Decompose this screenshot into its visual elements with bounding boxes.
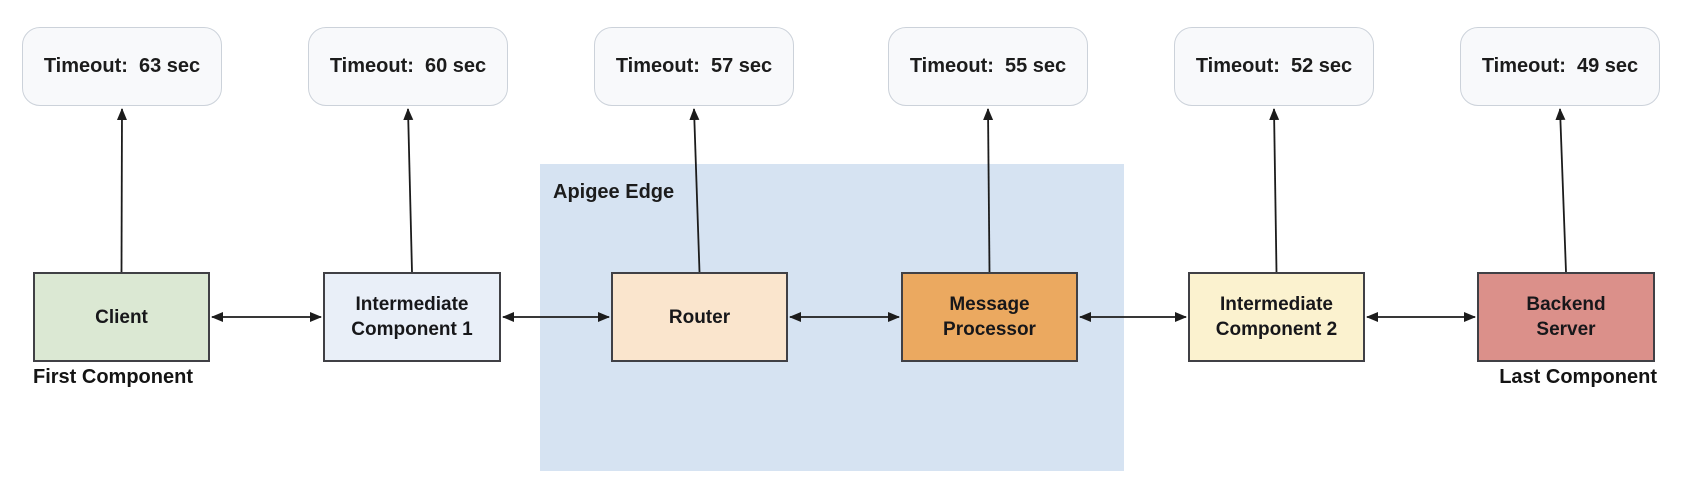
timeout-label-backend-server: Timeout: 49 sec bbox=[1481, 55, 1639, 77]
arrow-intermediate-2-timeout bbox=[1269, 108, 1280, 273]
node-backend-server: Backend Server bbox=[1477, 272, 1655, 362]
node-label-backend-server: Backend Server bbox=[1526, 294, 1606, 340]
timeout-label-client: Timeout: 63 sec bbox=[43, 55, 201, 77]
timeout-box-client: Timeout: 63 sec bbox=[22, 27, 222, 106]
arrow-intermediate-1-timeout bbox=[403, 108, 414, 273]
arrow-client-timeout bbox=[116, 108, 127, 273]
node-label-client: Client bbox=[95, 306, 148, 328]
caption-last-component: Last Component bbox=[1499, 366, 1657, 388]
node-label-message-processor: Message Processor bbox=[943, 294, 1036, 340]
node-client: Client bbox=[33, 272, 210, 362]
node-label-intermediate-component-1: Intermediate Component 1 bbox=[351, 294, 473, 340]
arrow-message-processor-timeout bbox=[983, 108, 994, 273]
timeout-box-backend-server: Timeout: 49 sec bbox=[1460, 27, 1660, 106]
timeout-label-intermediate-2: Timeout: 52 sec bbox=[1195, 55, 1353, 77]
node-message-processor: Message Processor bbox=[901, 272, 1078, 362]
timeout-label-intermediate-1: Timeout: 60 sec bbox=[329, 55, 487, 77]
node-label-intermediate-component-2: Intermediate Component 2 bbox=[1215, 294, 1338, 340]
node-intermediate-component-2: Intermediate Component 2 bbox=[1188, 272, 1365, 362]
timeout-box-intermediate-2: Timeout: 52 sec bbox=[1174, 27, 1374, 106]
node-label-router: Router bbox=[668, 306, 731, 328]
node-router: Router bbox=[611, 272, 788, 362]
apigee-edge-label: Apigee Edge bbox=[553, 181, 675, 203]
timeout-box-message-processor: Timeout: 55 sec bbox=[888, 27, 1088, 106]
timeout-box-router: Timeout: 57 sec bbox=[594, 27, 794, 106]
timeout-box-intermediate-1: Timeout: 60 sec bbox=[308, 27, 508, 106]
timeout-label-router: Timeout: 57 sec bbox=[615, 55, 773, 77]
timeout-label-message-processor: Timeout: 55 sec bbox=[909, 55, 1067, 77]
arrow-backend-server-timeout bbox=[1555, 108, 1567, 273]
arrow-router-timeout bbox=[689, 108, 701, 273]
caption-first-component: First Component bbox=[33, 366, 193, 388]
node-intermediate-component-1: Intermediate Component 1 bbox=[323, 272, 501, 362]
